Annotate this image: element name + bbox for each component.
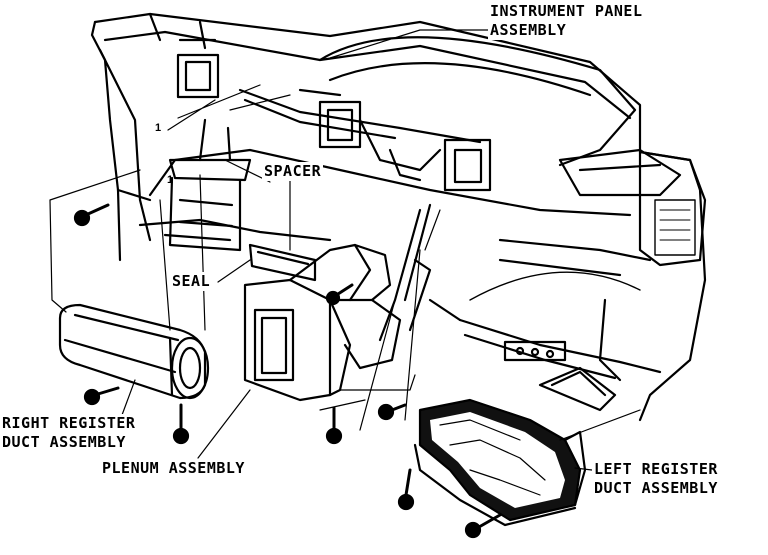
callout-1b: 1 <box>167 174 173 186</box>
screw-2 <box>83 386 120 406</box>
leader-lines <box>49 29 641 471</box>
label-plenum: PLENUM ASSEMBLY <box>100 459 247 478</box>
fasteners <box>73 203 502 539</box>
label-spacer: SPACER <box>262 162 324 181</box>
label-seal: SEAL <box>170 272 213 291</box>
screw-1 <box>73 203 110 227</box>
screw-3 <box>172 403 190 445</box>
label-instrument-panel-line1: INSTRUMENT PANEL <box>490 2 643 20</box>
screw-5 <box>377 403 407 421</box>
callout-1a: 1 <box>155 122 161 134</box>
seal-part <box>248 243 317 282</box>
spacer-bracket <box>168 118 252 252</box>
label-instrument-panel-line2: ASSEMBLY <box>490 21 567 39</box>
label-right-register: RIGHT REGISTER DUCT ASSEMBLY <box>0 414 138 452</box>
screw-7 <box>464 513 502 539</box>
instrument-panel-assembly <box>90 12 707 422</box>
label-right-register-line1: RIGHT REGISTER <box>2 414 136 432</box>
plenum-assembly <box>243 243 402 402</box>
label-left-register-line2: DUCT ASSEMBLY <box>594 479 718 497</box>
right-register-duct <box>58 303 210 400</box>
left-register-duct <box>413 398 587 527</box>
label-right-register-line2: DUCT ASSEMBLY <box>2 433 126 451</box>
screw-8 <box>325 283 354 306</box>
label-left-register-line1: LEFT REGISTER <box>594 460 718 478</box>
label-left-register: LEFT REGISTER DUCT ASSEMBLY <box>592 460 720 498</box>
screw-4 <box>325 406 343 445</box>
screw-6 <box>397 468 415 511</box>
label-instrument-panel: INSTRUMENT PANEL ASSEMBLY <box>488 2 645 40</box>
